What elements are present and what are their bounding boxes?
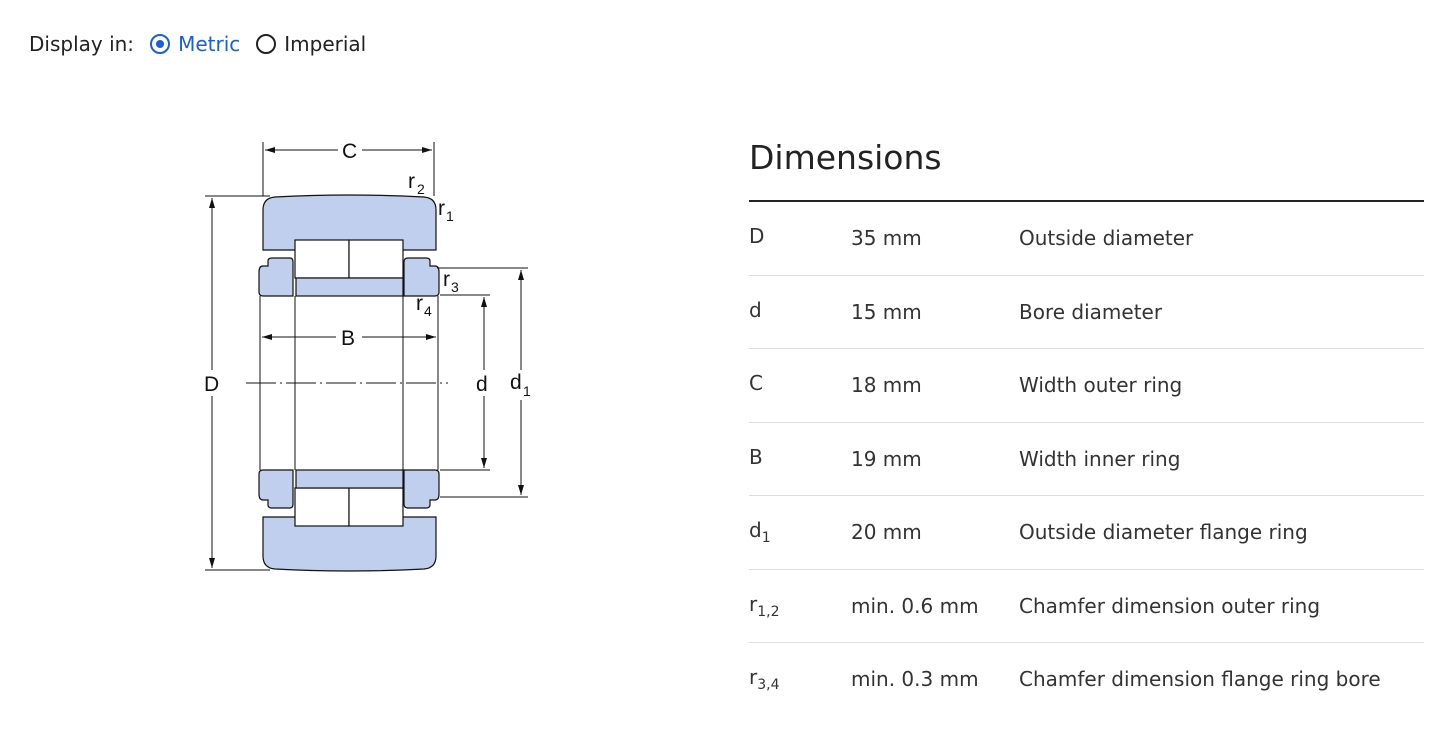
value-cell: 18 mm (851, 373, 922, 398)
radio-empty-icon (256, 34, 277, 54)
table-row: d 15 mm Bore diameter (749, 276, 1424, 349)
symbol: B (749, 444, 763, 469)
description-cell: Chamfer dimension flange ring bore (1019, 667, 1381, 692)
bearing-drawing: C D B d d 1 r 2 r 1 r 3 r 4 (204, 140, 531, 572)
symbol-cell: D (749, 224, 851, 252)
table-row: B 19 mm Width inner ring (749, 423, 1424, 496)
symbol: C (749, 371, 763, 396)
value-cell: 15 mm (851, 299, 922, 324)
label-C: C (342, 140, 357, 163)
value-cell: min. 0.3 mm (851, 667, 979, 692)
radio-imperial[interactable]: Imperial (256, 32, 366, 56)
value-cell: 20 mm (851, 520, 922, 545)
symbol-subscript: 1 (761, 530, 771, 547)
dimensions-title: Dimensions (749, 138, 942, 177)
bearing-section (258, 194, 440, 572)
description-cell: Outside diameter flange ring (1019, 520, 1308, 545)
label-r4: r (416, 292, 423, 315)
label-d1-sub: 1 (523, 383, 531, 399)
label-r2-sub: 2 (417, 181, 425, 197)
symbol-subscript: 3,4 (757, 677, 780, 694)
table-row: C 18 mm Width outer ring (749, 349, 1424, 423)
label-r2: r (408, 170, 415, 193)
dimensions-table: D 35 mm Outside diameter d 15 mm Bore diamete… (749, 200, 1424, 716)
value-cell: 35 mm (851, 226, 922, 251)
table-row: D 35 mm Outside diameter (749, 202, 1424, 276)
dimension-lines (205, 142, 528, 571)
unit-selector: Display in: Metric Imperial (29, 32, 382, 56)
symbol-cell: d (749, 298, 851, 326)
symbol-cell: r1,2 (749, 592, 851, 620)
label-r3-sub: 3 (451, 279, 459, 295)
radio-metric[interactable]: Metric (150, 32, 240, 56)
symbol: r (749, 665, 758, 690)
label-d: d (476, 373, 488, 396)
description-cell: Width inner ring (1019, 446, 1181, 471)
description-cell: Chamfer dimension outer ring (1019, 593, 1321, 618)
label-B: B (341, 327, 355, 350)
symbol-cell: B (749, 445, 851, 473)
symbol-cell: d1 (749, 518, 851, 546)
symbol: r (749, 591, 758, 616)
description-cell: Bore diameter (1019, 299, 1163, 324)
symbol: D (749, 224, 765, 249)
symbol: d (749, 297, 762, 322)
description-cell: Width outer ring (1019, 373, 1183, 398)
symbol-subscript: 1,2 (757, 603, 780, 620)
imperial-label: Imperial (284, 32, 367, 56)
symbol: d (749, 518, 762, 543)
label-r4-sub: 4 (424, 303, 432, 319)
metric-label: Metric (178, 32, 241, 56)
value-cell: 19 mm (851, 446, 922, 471)
label-r3: r (443, 268, 450, 291)
radio-selected-icon (150, 34, 171, 54)
symbol-cell: C (749, 371, 851, 399)
description-cell: Outside diameter (1019, 226, 1194, 251)
label-D: D (204, 373, 219, 396)
symbol-cell: r3,4 (749, 665, 851, 693)
label-d1: d (510, 371, 522, 394)
label-r1: r (438, 197, 445, 220)
display-in-label: Display in: (29, 32, 135, 56)
value-cell: min. 0.6 mm (851, 593, 979, 618)
label-r1-sub: 1 (446, 208, 454, 224)
